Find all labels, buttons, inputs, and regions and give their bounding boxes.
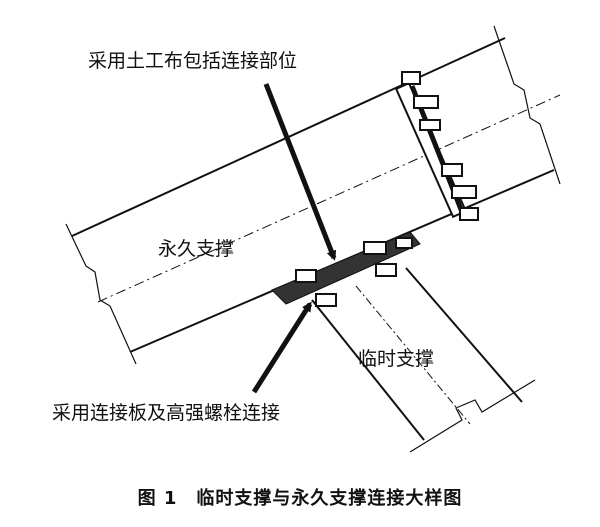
temporary-brace-break-line	[409, 379, 536, 453]
bolt-leader-arrow	[251, 301, 313, 394]
permanent-brace-member	[65, 25, 561, 365]
permanent-brace-centerline	[97, 94, 561, 303]
connection-plate-assembly	[271, 231, 421, 307]
bolt-head	[315, 293, 337, 307]
bolt-head	[375, 263, 397, 277]
left-break-line	[65, 223, 137, 365]
temporary-brace-centerline	[355, 285, 471, 425]
temporary-brace-label: 临时支撑	[358, 348, 435, 370]
bolt-head	[451, 185, 477, 199]
bolt-head	[413, 95, 439, 109]
temporary-brace-member	[311, 267, 536, 453]
bolt-head	[295, 269, 317, 283]
bolt-head	[419, 119, 441, 131]
bolt-note-label: 采用连接板及高强螺栓连接	[52, 402, 281, 424]
bolt-head	[401, 71, 421, 85]
geotextile-note-label: 采用土工布包括连接部位	[88, 50, 298, 72]
geotextile-leader-arrow	[263, 83, 337, 261]
temporary-brace-left-edge	[311, 299, 425, 441]
permanent-brace-label: 永久支撑	[158, 238, 235, 260]
temporary-brace-right-edge	[405, 267, 523, 403]
bolt-head	[441, 163, 463, 177]
bolt-head	[395, 237, 413, 249]
bolt-head	[363, 241, 387, 255]
connection-bolts	[295, 237, 413, 307]
figure-caption: 图 1 临时支撑与永久支撑连接大样图	[137, 488, 463, 509]
right-break-line	[493, 25, 561, 185]
splice-bolts	[401, 71, 479, 221]
bolt-head	[459, 207, 479, 221]
brace-splice-flange	[394, 71, 479, 221]
